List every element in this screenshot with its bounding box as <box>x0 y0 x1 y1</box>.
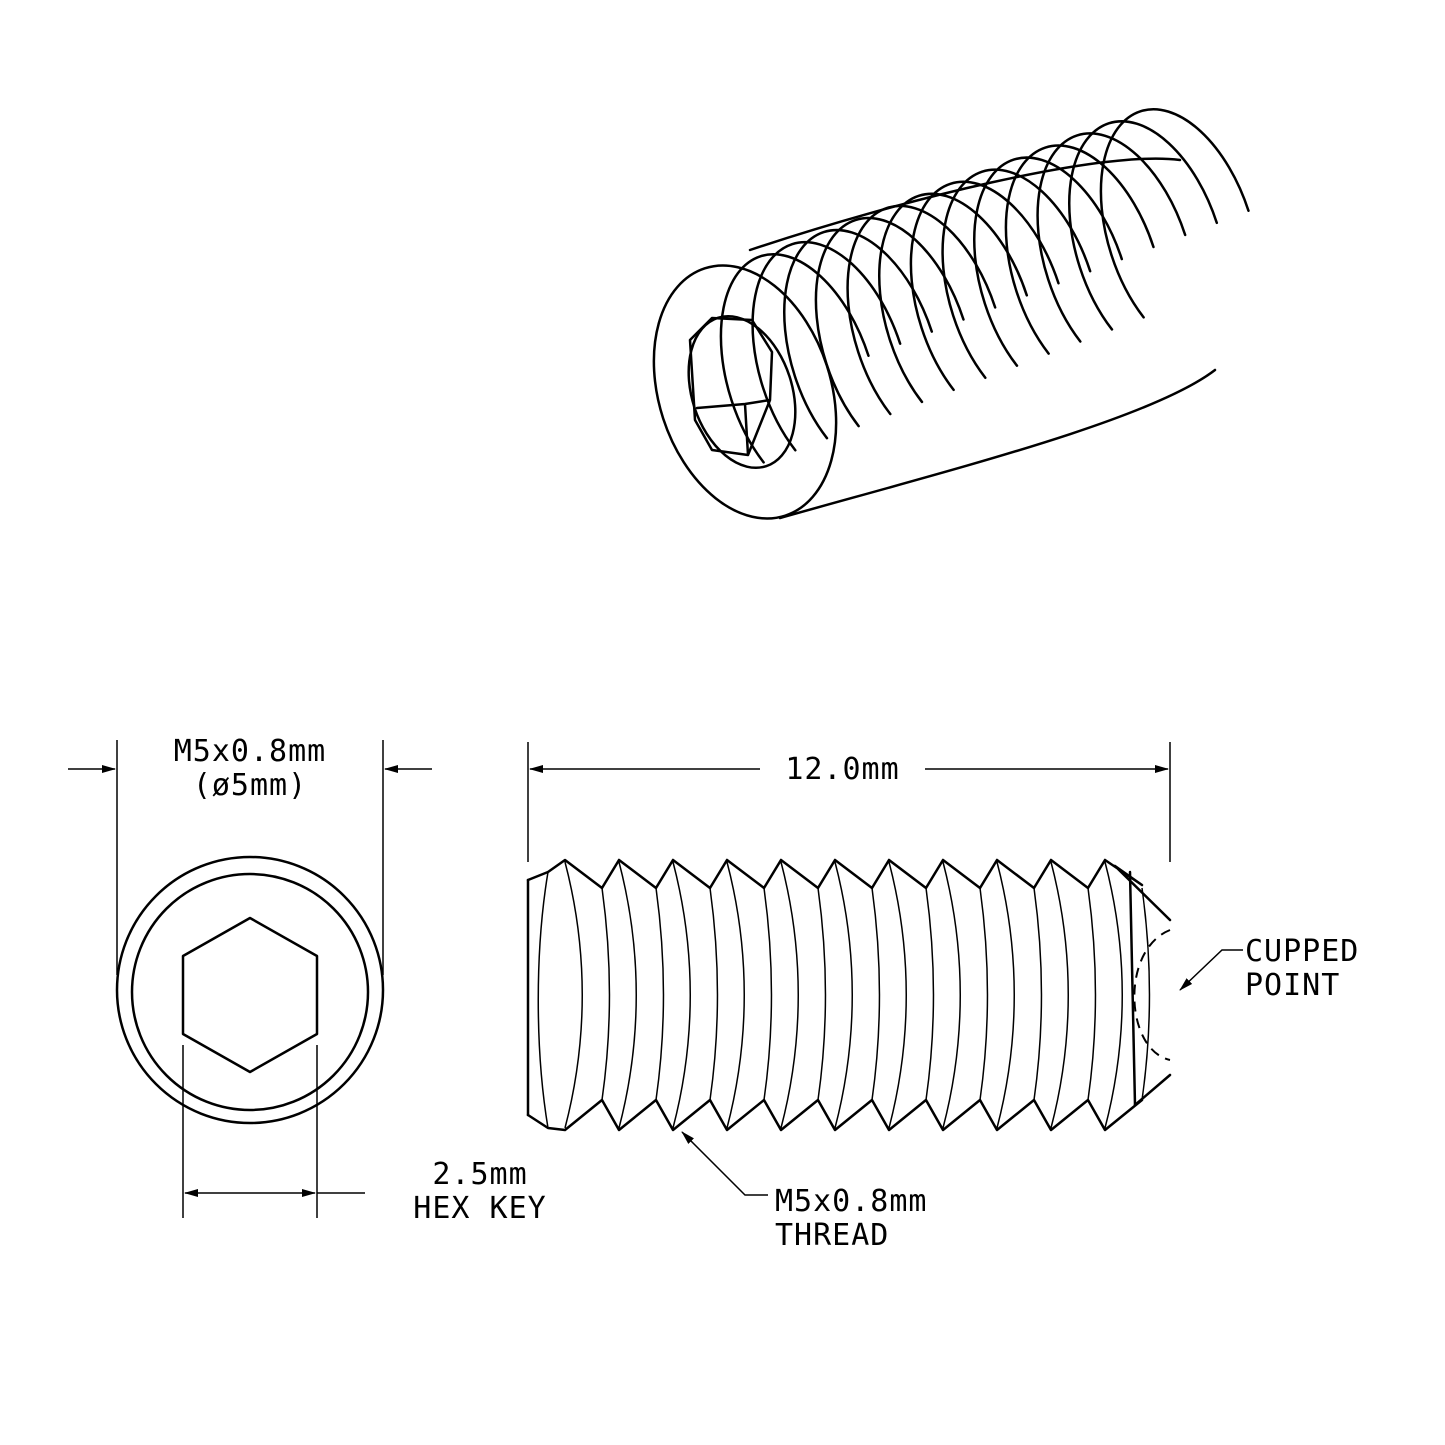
thread-ring <box>814 216 976 467</box>
hex-key-line2: HEX KEY <box>413 1191 547 1226</box>
hex-key-label: 2.5mm HEX KEY <box>385 1158 575 1226</box>
cupped-point-label: CUPPED POINT <box>1245 935 1359 1003</box>
thread-root <box>925 887 935 1101</box>
inner-circle <box>130 872 370 1112</box>
thread-flank <box>834 861 853 1129</box>
thread-root <box>1087 887 1097 1101</box>
thread-leader <box>681 1131 768 1196</box>
thread-root <box>1141 887 1151 1101</box>
thread-root <box>709 887 719 1101</box>
end-view <box>68 740 432 1218</box>
thread-ring <box>878 192 1039 443</box>
thread-flank <box>942 861 961 1129</box>
diameter-label-line2: (ø5mm) <box>192 768 308 803</box>
outer-circle <box>115 855 385 1125</box>
thread-flank <box>996 861 1015 1129</box>
thread-flank <box>672 861 691 1129</box>
diameter-label: M5x0.8mm (ø5mm) <box>150 735 350 803</box>
cupped-point-line2: POINT <box>1245 968 1341 1003</box>
thread-ring <box>1004 144 1166 395</box>
thread-ring <box>909 180 1071 431</box>
thread-ring <box>719 252 881 504</box>
thread-top-profile <box>526 858 1172 922</box>
thread-ring <box>1036 132 1197 383</box>
thread-ring <box>973 156 1134 407</box>
thread-line2: THREAD <box>775 1218 890 1253</box>
diameter-label-line1: M5x0.8mm <box>173 734 327 769</box>
thread-root <box>655 887 665 1101</box>
isometric-view <box>652 107 1261 520</box>
length-label: 12.0mm <box>785 752 900 787</box>
thread-line1: M5x0.8mm <box>775 1184 928 1219</box>
length-dimension <box>527 742 1171 862</box>
thread-root <box>1033 887 1043 1101</box>
cupped-point-leader <box>1179 949 1243 991</box>
cupped-point-line1: CUPPED <box>1245 934 1360 969</box>
thread-root <box>871 887 881 1101</box>
thread-ring <box>941 168 1102 419</box>
thread-ring <box>783 228 944 479</box>
thread-flank <box>618 861 637 1129</box>
thread-flank <box>564 861 583 1129</box>
thread-start <box>537 871 549 1129</box>
thread-label: M5x0.8mm THREAD <box>775 1185 928 1253</box>
thread-flank <box>780 861 799 1129</box>
hex-socket <box>688 316 774 457</box>
point-chamfer-edge <box>1128 870 1137 1107</box>
thread-bottom-profile <box>526 1073 1172 1132</box>
thread-flank <box>888 861 907 1129</box>
thread-ring <box>751 240 912 491</box>
thread-root <box>763 887 773 1101</box>
thread-ring <box>846 204 1007 455</box>
thread-flank <box>726 861 745 1129</box>
cup-hidden-line <box>1133 929 1171 1061</box>
thread-ring <box>1099 107 1261 359</box>
thread-root <box>817 887 827 1101</box>
thread-flank <box>1050 861 1069 1129</box>
hex-key-line1: 2.5mm <box>432 1157 528 1192</box>
thread-root <box>601 887 611 1101</box>
side-view <box>526 858 1172 1132</box>
hex-socket-end <box>181 916 319 1074</box>
thread-ring <box>1068 120 1229 371</box>
thread-flank <box>1104 861 1123 1129</box>
thread-root <box>979 887 989 1101</box>
